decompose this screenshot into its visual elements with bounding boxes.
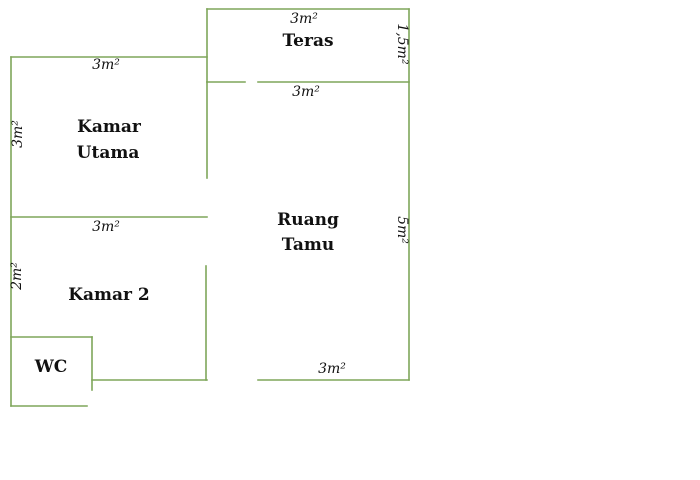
dim-label-ruang-tamu-right: 5m² (394, 216, 410, 244)
room-label-teras: Teras (282, 31, 333, 51)
room-label-ruang-tamu-line1: Ruang (277, 210, 339, 230)
dim-label-kamar-utama-top: 3m² (92, 57, 120, 73)
dim-label-teras-bottom: 3m² (292, 84, 320, 100)
walls (10, 8, 410, 407)
room-label-kamar-utama-line1: Kamar (77, 117, 142, 137)
dim-label-teras-top: 3m² (290, 11, 318, 27)
dimension-labels: 3m² 3m² 3m² 3m² 3m² 1,5m² 5m² 3m² 2m² (9, 11, 410, 377)
room-labels: Teras Kamar Utama Ruang Tamu Kamar 2 WC (34, 31, 339, 377)
dim-label-kamar-utama-left: 3m² (10, 120, 26, 148)
dim-label-teras-right: 1,5m² (394, 23, 410, 65)
dim-label-ruang-tamu-bottom: 3m² (318, 361, 346, 377)
room-label-kamar-2: Kamar 2 (68, 285, 150, 305)
room-label-kamar-utama-line2: Utama (77, 143, 140, 163)
dim-label-kamar-2-left: 2m² (9, 262, 25, 291)
dim-label-kamar-utama-bottom: 3m² (92, 219, 120, 235)
room-label-ruang-tamu-line2: Tamu (282, 235, 334, 255)
room-label-wc: WC (34, 357, 68, 377)
